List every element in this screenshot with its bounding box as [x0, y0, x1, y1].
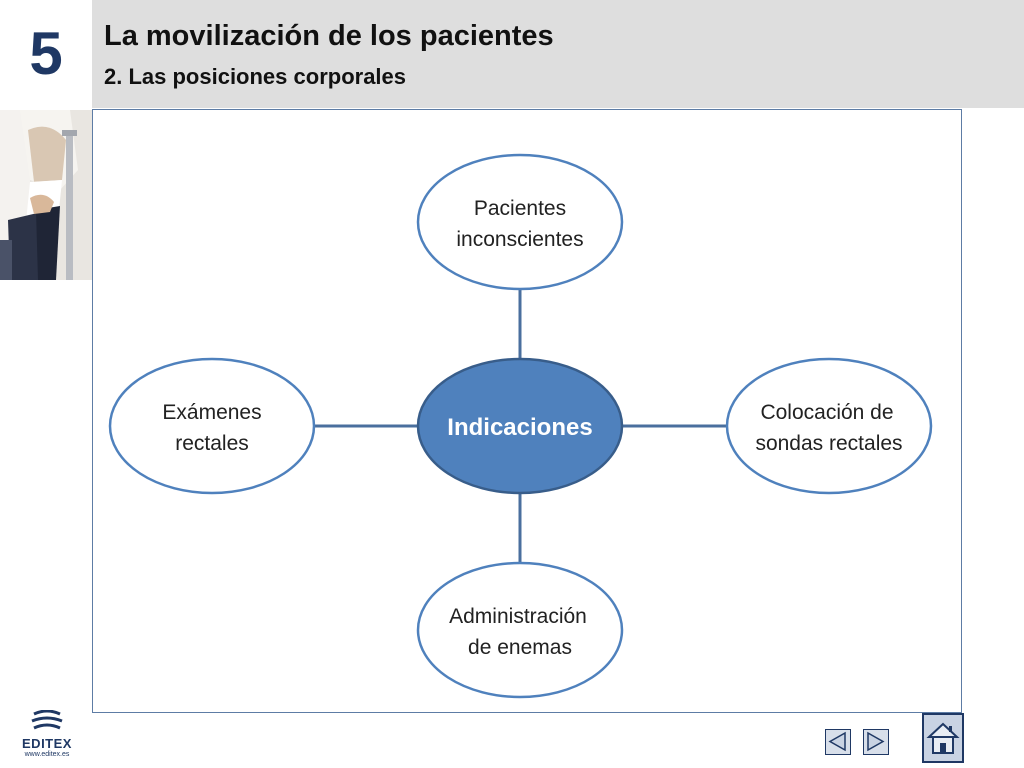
node-center-indicaciones: Indicaciones	[416, 357, 624, 495]
page-title: La movilización de los pacientes	[104, 20, 554, 52]
home-button[interactable]	[922, 713, 964, 763]
node-left-line1: Exámenes	[162, 401, 261, 424]
page-subtitle: 2. Las posiciones corporales	[104, 64, 407, 89]
node-top-line2: inconscientes	[456, 228, 583, 251]
node-administracion-enemas: Administración de enemas	[416, 561, 624, 699]
logo-url: www.editex.es	[24, 751, 70, 758]
center-label: Indicaciones	[447, 414, 592, 441]
node-top-line1: Pacientes	[474, 197, 566, 220]
node-left-line2: rectales	[175, 432, 249, 455]
editex-logo-mark	[31, 709, 63, 730]
triangle-right-icon	[867, 731, 885, 752]
node-right-line1: Colocación de	[760, 401, 893, 424]
chapter-number-box: 5	[0, 0, 92, 108]
triangle-left-icon	[828, 731, 846, 752]
indications-diagram: Pacientes inconscientes Exámenes rectale…	[108, 153, 933, 699]
previous-button[interactable]	[825, 729, 851, 755]
patient-photo	[0, 110, 92, 280]
node-pacientes-inconscientes: Pacientes inconscientes	[416, 153, 624, 291]
node-colocacion-sondas: Colocación de sondas rectales	[725, 357, 933, 495]
next-button[interactable]	[863, 729, 889, 755]
node-bottom-line1: Administración	[449, 605, 587, 628]
header-band: La movilización de los pacientes 2. Las …	[92, 0, 1024, 108]
editex-logo: EDITEX www.editex.es	[12, 709, 82, 760]
node-examenes-rectales: Exámenes rectales	[108, 357, 316, 495]
node-bottom-line2: de enemas	[468, 636, 572, 659]
content-frame: Pacientes inconscientes Exámenes rectale…	[92, 109, 962, 713]
home-icon	[926, 722, 960, 754]
logo-text: EDITEX	[22, 736, 72, 751]
node-right-line2: sondas rectales	[755, 432, 902, 455]
chapter-number: 5	[29, 20, 63, 87]
